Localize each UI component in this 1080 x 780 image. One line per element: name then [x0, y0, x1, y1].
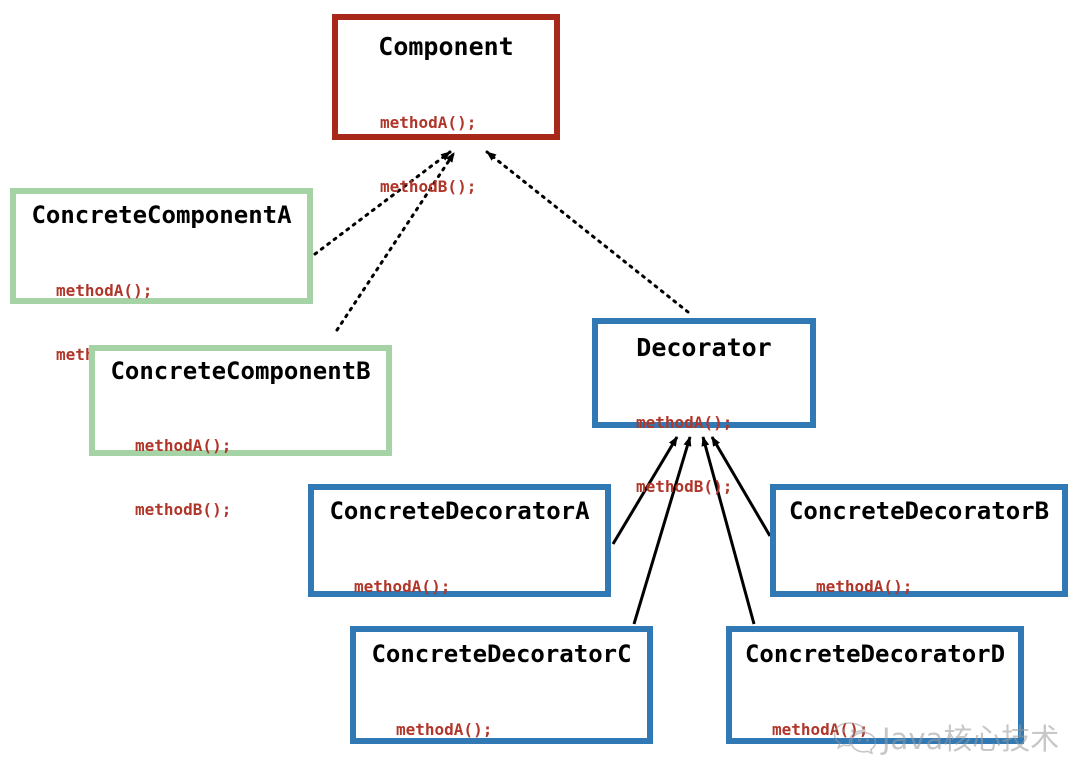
edge-concrete-decorator-d-to-decorator	[701, 436, 756, 625]
class-methods-decorator: methodA(); methodB();	[598, 370, 810, 539]
class-box-concrete-decorator-c[interactable]: ConcreteDecoratorC methodA(); methodB();	[350, 626, 653, 744]
class-name-component: Component	[378, 32, 514, 61]
method-line: methodA();	[135, 436, 232, 456]
method-line: methodA();	[396, 720, 493, 740]
method-line: methodB();	[636, 476, 733, 496]
method-line: methodB();	[135, 499, 232, 519]
method-line: methodA();	[354, 577, 451, 597]
class-name-concrete-decorator-b: ConcreteDecoratorB	[788, 497, 1050, 525]
class-name-concrete-decorator-a: ConcreteDecoratorA	[329, 497, 590, 525]
class-methods-component: methodA(); methodB();	[338, 70, 554, 239]
edge-concrete-decorator-b-to-decorator	[710, 436, 772, 537]
edge-concrete-decorator-a-to-decorator	[611, 436, 679, 545]
class-methods-concrete-decorator-c: methodA(); methodB();	[356, 677, 647, 780]
class-box-concrete-decorator-d[interactable]: ConcreteDecoratorD methodA(); methodB();	[726, 626, 1024, 744]
method-line: methodA();	[56, 281, 153, 301]
class-box-concrete-decorator-a[interactable]: ConcreteDecoratorA methodA(); methodB();	[308, 484, 611, 660]
class-methods-concrete-component-b: methodA(); methodB();	[95, 393, 386, 562]
method-line: methodA();	[772, 720, 869, 740]
edge-decorator-to-component	[485, 150, 690, 314]
edge-concrete-component-b-to-component	[335, 151, 456, 332]
class-name-concrete-decorator-c: ConcreteDecoratorC	[371, 640, 632, 668]
method-line: methodA();	[816, 577, 913, 597]
class-box-concrete-component-a[interactable]: ConcreteComponentA methodA(); methodB();	[10, 188, 313, 364]
class-name-concrete-component-a: ConcreteComponentA	[31, 201, 292, 229]
method-line: methodB();	[380, 176, 477, 196]
class-box-decorator[interactable]: Decorator methodA(); methodB();	[592, 318, 816, 496]
class-name-decorator: Decorator	[636, 333, 772, 362]
edge-concrete-decorator-c-to-decorator	[632, 436, 692, 625]
class-name-concrete-component-b: ConcreteComponentB	[110, 357, 371, 385]
class-box-concrete-component-b[interactable]: ConcreteComponentB methodA(); methodB();	[89, 345, 392, 519]
method-line: methodA();	[636, 413, 733, 433]
class-box-component[interactable]: Component methodA(); methodB();	[332, 14, 560, 196]
method-line: methodA();	[380, 113, 477, 133]
class-box-concrete-decorator-b[interactable]: ConcreteDecoratorB methodA(); methodB();	[770, 484, 1068, 660]
class-name-concrete-decorator-d: ConcreteDecoratorD	[744, 640, 1006, 668]
class-methods-concrete-decorator-d: methodA(); methodB();	[732, 677, 1018, 780]
